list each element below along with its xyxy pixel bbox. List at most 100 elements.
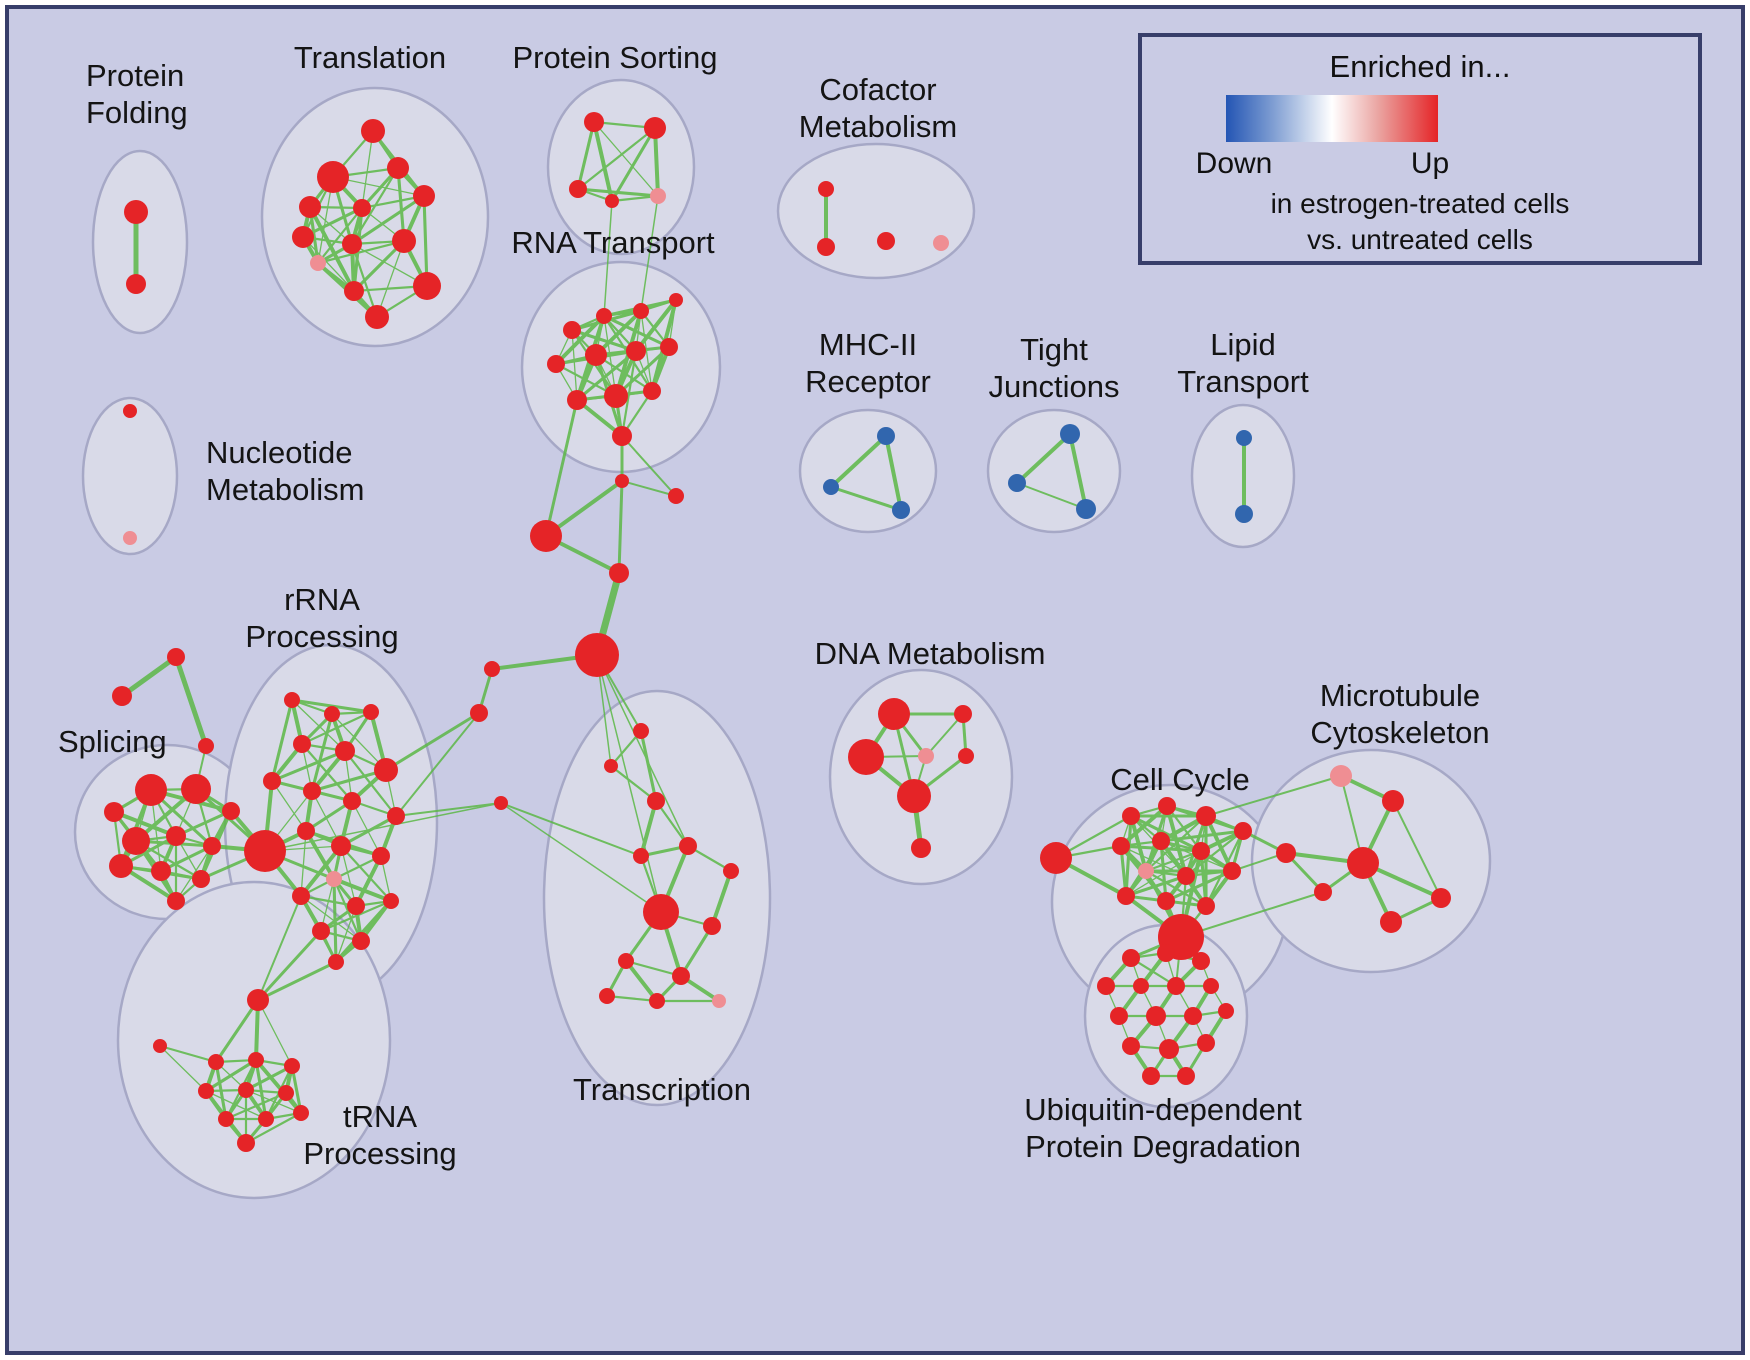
network-edge — [300, 710, 373, 746]
network-edge — [310, 768, 388, 793]
network-edge — [158, 1044, 218, 1064]
network-edge — [332, 877, 363, 943]
network-edge — [576, 120, 596, 191]
network-edge — [310, 712, 334, 793]
network-edge — [339, 814, 398, 848]
node-trna-processing-3 — [248, 1052, 264, 1068]
node-transcription-11 — [649, 993, 665, 1009]
network-edge — [576, 126, 657, 191]
network-edge — [593, 121, 659, 197]
node-connector-nodes-4 — [575, 633, 619, 677]
node-splicing-6 — [203, 837, 221, 855]
node-translation-4 — [353, 199, 371, 217]
node-rna-transport-7 — [660, 338, 678, 356]
cluster-ellipse-trna-processing — [116, 880, 392, 1200]
node-translation-7 — [342, 234, 362, 254]
node-dna-metabolism-3 — [918, 748, 934, 764]
node-ubiquitin-dependent-protein-degradation-12 — [1159, 1039, 1179, 1059]
node-unlabeled-triad-0 — [112, 686, 132, 706]
node-splicing-7 — [109, 854, 133, 878]
node-transcription-10 — [599, 988, 615, 1004]
node-cell-cycle-0 — [1040, 842, 1072, 874]
network-edge — [271, 780, 307, 832]
cluster-label-cell-cycle: Cell Cycle — [1110, 762, 1250, 797]
network-edge — [334, 899, 393, 964]
network-edge — [1016, 482, 1087, 510]
network-edge — [174, 809, 233, 838]
network-edge — [245, 1089, 302, 1114]
node-rrna-processing-19 — [352, 932, 370, 950]
network-edge — [621, 480, 677, 497]
node-rna-transport-9 — [604, 384, 628, 408]
node-rna-transport-11 — [612, 426, 632, 446]
network-edge — [264, 802, 502, 852]
cluster-label-protein-sorting: Protein Sorting — [512, 40, 717, 75]
network-edge — [1159, 829, 1245, 843]
node-trna-processing-1 — [153, 1039, 167, 1053]
node-cell-cycle-11 — [1117, 887, 1135, 905]
node-rrna-processing-10 — [387, 807, 405, 825]
network-edge — [256, 960, 338, 1002]
network-edge — [624, 959, 683, 978]
node-protein-sorting-3 — [605, 194, 619, 208]
node-rna-transport-6 — [626, 341, 646, 361]
node-ubiquitin-dependent-protein-degradation-11 — [1122, 1037, 1140, 1055]
node-cell-cycle-3 — [1196, 806, 1216, 826]
network-edge — [654, 799, 690, 848]
node-rrna-processing-4 — [293, 735, 311, 753]
node-transcription-1 — [604, 759, 618, 773]
legend-caption-line1: in estrogen-treated cells — [1270, 188, 1570, 219]
node-rna-transport-1 — [596, 308, 612, 324]
node-transcription-4 — [723, 863, 739, 879]
network-edge — [571, 329, 578, 401]
node-protein-sorting-0 — [584, 112, 604, 132]
node-rrna-processing-12 — [331, 836, 351, 856]
node-connector-nodes-2 — [530, 520, 562, 552]
node-trna-processing-8 — [218, 1111, 234, 1127]
node-protein-sorting-4 — [650, 188, 666, 204]
node-trna-processing-9 — [258, 1111, 274, 1127]
legend-title: Enriched in... — [1329, 49, 1511, 84]
network-edge — [1124, 874, 1188, 898]
node-translation-9 — [310, 255, 326, 271]
node-translation-5 — [413, 185, 435, 207]
network-edge — [639, 799, 658, 858]
node-dna-metabolism-0 — [878, 698, 910, 730]
node-trna-processing-5 — [198, 1083, 214, 1099]
network-edge — [617, 479, 624, 575]
network-edge — [596, 654, 662, 913]
network-edge — [1068, 432, 1088, 511]
node-mhc-ii-receptor-1 — [823, 479, 839, 495]
node-connector-nodes-7 — [494, 796, 508, 810]
network-edge — [610, 126, 657, 203]
node-mhc-ii-receptor-0 — [877, 427, 895, 445]
node-transcription-7 — [703, 917, 721, 935]
node-translation-11 — [413, 272, 441, 300]
node-trna-processing-7 — [278, 1085, 294, 1101]
network-edge — [224, 1091, 288, 1121]
node-dna-metabolism-6 — [911, 838, 931, 858]
node-microtubule-cytoskeleton-5 — [1380, 911, 1402, 933]
cluster-ellipse-nucleotide-metabolism — [81, 396, 179, 556]
network-edge — [605, 994, 659, 1003]
network-edge — [829, 485, 903, 512]
node-translation-1 — [317, 161, 349, 193]
node-translation-2 — [387, 157, 409, 179]
cluster-ellipse-protein-folding — [91, 149, 189, 335]
network-edge — [829, 434, 888, 489]
node-rna-transport-10 — [643, 382, 661, 400]
network-edge — [256, 929, 323, 1002]
node-transcription-3 — [679, 837, 697, 855]
node-cofactor-metabolism-2 — [877, 232, 895, 250]
node-transcription-5 — [633, 848, 649, 864]
network-edge — [340, 845, 357, 907]
legend-gradient-bar — [1226, 95, 1438, 142]
node-lipid-transport-0 — [1236, 430, 1252, 446]
network-edge — [331, 713, 387, 771]
network-edge — [1015, 432, 1072, 485]
node-cell-cycle-8 — [1138, 863, 1154, 879]
node-unlabeled-triad-1 — [167, 648, 185, 666]
network-edge — [609, 764, 658, 803]
node-cell-cycle-2 — [1158, 797, 1176, 815]
